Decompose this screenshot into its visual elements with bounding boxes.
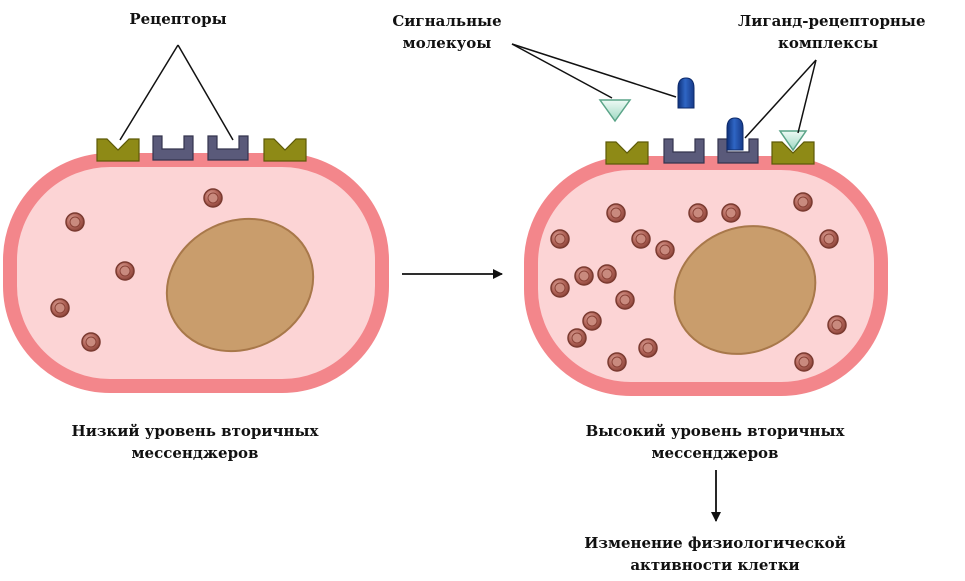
physiological-change-caption: Изменение физиологической активности кле… [555, 532, 875, 576]
second-messenger [116, 262, 134, 280]
physiological-change-caption-line2: активности клетки [555, 554, 875, 576]
second-messenger [828, 316, 846, 334]
free-green-ligand [600, 100, 630, 121]
high-level-caption-line1: Высокий уровень вторичных [555, 420, 875, 442]
low-level-caption: Низкий уровень вторичных мессенджеров [40, 420, 350, 464]
slate-receptor [664, 139, 704, 163]
second-messenger [616, 291, 634, 309]
second-messenger [551, 230, 569, 248]
bound-blue-ligand [727, 118, 743, 150]
ligand-complexes-label-line2: комплексы [738, 32, 918, 54]
second-messenger [820, 230, 838, 248]
second-messenger [82, 333, 100, 351]
high-level-caption: Высокий уровень вторичных мессенджеров [555, 420, 875, 464]
second-messenger [204, 189, 222, 207]
second-messenger [575, 267, 593, 285]
ligand-complexes-label: Лиганд-рецепторные комплексы [738, 10, 918, 54]
second-messenger [66, 213, 84, 231]
signal-molecules-label-line2: молекуоы [372, 32, 522, 54]
second-messenger [794, 193, 812, 211]
second-messenger [598, 265, 616, 283]
receptors-pointer-lines [120, 45, 233, 140]
high-level-caption-line2: мессенджеров [555, 442, 875, 464]
second-messenger [639, 339, 657, 357]
second-messenger [583, 312, 601, 330]
second-messenger [722, 204, 740, 222]
olive-receptor [606, 142, 648, 164]
second-messenger [607, 204, 625, 222]
signal-molecules-pointer-lines [512, 44, 676, 98]
receptors-label: Рецепторы [123, 8, 233, 30]
signal-molecules-label: Сигнальные молекуоы [372, 10, 522, 54]
olive-receptor [97, 139, 139, 161]
second-messenger [51, 299, 69, 317]
second-messenger [795, 353, 813, 371]
second-messenger [689, 204, 707, 222]
free-blue-ligand [678, 78, 694, 108]
signal-molecules-label-line1: Сигнальные [372, 10, 522, 32]
ligand-complexes-label-line1: Лиганд-рецепторные [738, 10, 918, 32]
low-level-caption-line1: Низкий уровень вторичных [40, 420, 350, 442]
complexes-pointer-lines [745, 60, 816, 138]
second-messenger [632, 230, 650, 248]
low-level-caption-line2: мессенджеров [40, 442, 350, 464]
second-messenger [551, 279, 569, 297]
left-cell [10, 160, 382, 386]
second-messenger [568, 329, 586, 347]
second-messenger [656, 241, 674, 259]
second-messenger [608, 353, 626, 371]
slate-receptor [208, 136, 248, 160]
physiological-change-caption-line1: Изменение физиологической [555, 532, 875, 554]
slate-receptor [153, 136, 193, 160]
olive-receptor [264, 139, 306, 161]
